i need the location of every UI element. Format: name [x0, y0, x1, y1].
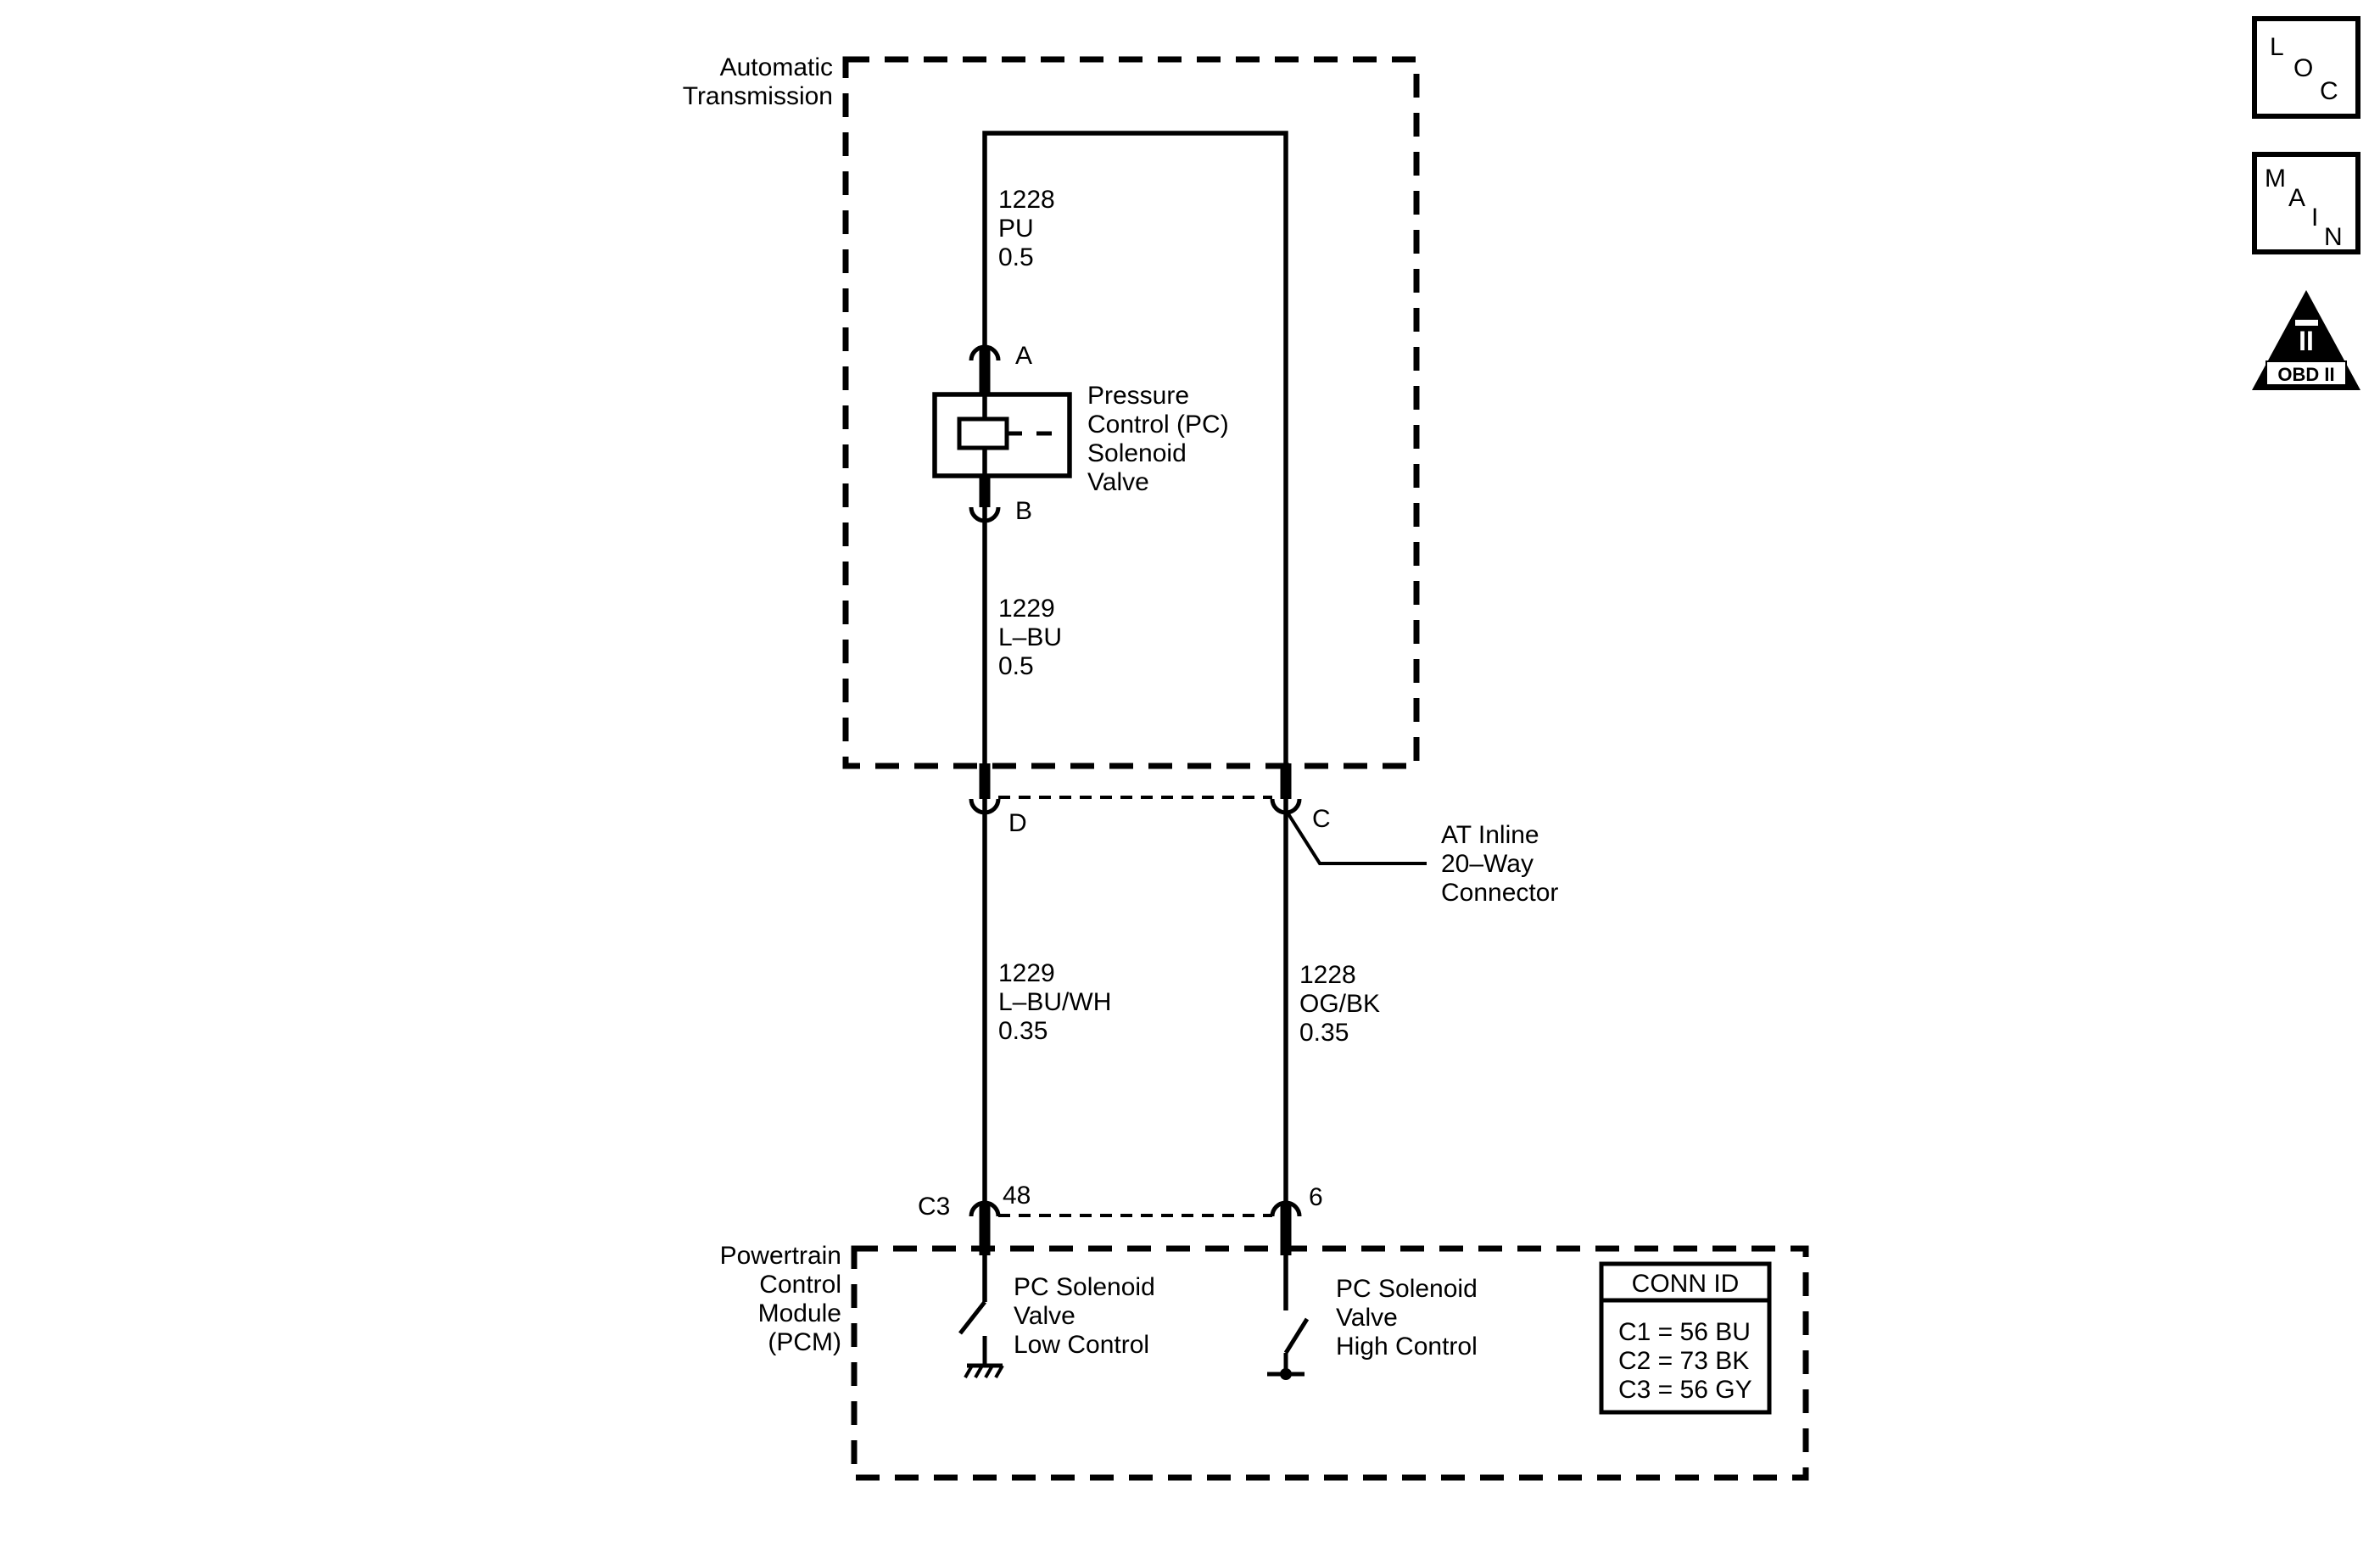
- wire-1229-lower-label: 1229 L–BU/WH 0.35: [998, 959, 1111, 1045]
- obd-label: OBD II: [2277, 364, 2334, 385]
- obd-ii-button[interactable]: II OBD II: [2252, 290, 2360, 390]
- obd-numeral: II: [2299, 326, 2314, 356]
- loc-icon[interactable]: [2252, 16, 2360, 119]
- wire-1228-lower-label: 1228 OG/BK 0.35: [1299, 961, 1380, 1047]
- solenoid-label-3: Solenoid: [1087, 439, 1187, 467]
- main-button[interactable]: M A I N: [2252, 152, 2360, 254]
- pcm-label-1: Powertrain: [720, 1242, 841, 1270]
- solenoid-label-1: Pressure: [1087, 382, 1189, 410]
- ground-icon: [964, 1363, 1004, 1378]
- pcm-label-3: Module: [758, 1299, 841, 1327]
- pin-c-label: C: [1312, 805, 1331, 833]
- low-control-label-3: Low Control: [1014, 1331, 1149, 1359]
- high-control-switch: PC Solenoid Valve High Control: [1267, 1255, 1478, 1380]
- conn-id-row-1: C1 = 56 BU: [1618, 1318, 1751, 1346]
- pcm-boundary: [851, 1245, 1809, 1481]
- wire-1228-upper: [982, 131, 1288, 776]
- pin-48-icon: [969, 1200, 1001, 1217]
- pcm-label-4: (PCM): [768, 1328, 841, 1356]
- svg-text:0.35: 0.35: [998, 1017, 1048, 1045]
- solenoid-label-2: Control (PC): [1087, 411, 1229, 439]
- connector-leader-line: [1284, 808, 1427, 865]
- conn-id-row-2: C2 = 73 BK: [1618, 1347, 1749, 1375]
- solenoid-label-4: Valve: [1087, 468, 1149, 496]
- c3-label: C3: [918, 1193, 950, 1221]
- svg-text:I: I: [2311, 204, 2318, 232]
- low-control-label-2: Valve: [1014, 1302, 1075, 1330]
- svg-text:L–BU: L–BU: [998, 623, 1062, 651]
- svg-text:1228: 1228: [1299, 961, 1356, 989]
- pc-solenoid-valve: A B Pressure Control (PC) Solenoid Valve: [932, 342, 1229, 525]
- svg-text:O: O: [2293, 54, 2313, 82]
- transmission-boundary: [842, 56, 1420, 769]
- svg-text:1229: 1229: [998, 959, 1055, 987]
- pcm-label-2: Control: [759, 1271, 841, 1299]
- terminal-b-label: B: [1015, 497, 1032, 525]
- conn-id-row-3: C3 = 56 GY: [1618, 1376, 1752, 1404]
- pin-d-icon: [969, 798, 1001, 815]
- pin-48-label: 48: [1003, 1182, 1031, 1210]
- inline-connector-label-3: Connector: [1441, 879, 1558, 907]
- conn-id-title: CONN ID: [1632, 1270, 1740, 1298]
- svg-text:A: A: [2288, 184, 2305, 212]
- svg-text:1228: 1228: [998, 186, 1055, 214]
- solenoid-body: [932, 392, 1072, 478]
- transmission-label-1: Automatic: [720, 53, 833, 81]
- svg-text:PU: PU: [998, 215, 1034, 243]
- svg-text:0.5: 0.5: [998, 243, 1034, 271]
- wire-1229-upper-label: 1229 L–BU 0.5: [998, 595, 1062, 680]
- svg-text:OG/BK: OG/BK: [1299, 990, 1380, 1018]
- low-control-label-1: PC Solenoid: [1014, 1273, 1155, 1301]
- high-control-label-3: High Control: [1336, 1333, 1478, 1361]
- low-control-switch: PC Solenoid Valve Low Control: [958, 1255, 1155, 1378]
- terminal-a-label: A: [1015, 342, 1032, 370]
- svg-text:1229: 1229: [998, 595, 1055, 623]
- pin-6-label: 6: [1309, 1183, 1323, 1211]
- svg-text:L: L: [2270, 33, 2284, 61]
- loc-button[interactable]: L O C: [2252, 16, 2360, 119]
- inline-connector-label-1: AT Inline: [1441, 821, 1539, 849]
- pcm-connector-c3: C3 48 6: [918, 1182, 1323, 1255]
- inline-connector-label-2: 20–Way: [1441, 850, 1534, 878]
- main-icon[interactable]: [2252, 152, 2360, 254]
- solenoid-coil-icon: [957, 416, 1009, 450]
- conn-id-table: CONN ID C1 = 56 BU C2 = 73 BK C3 = 56 GY: [1599, 1261, 1772, 1415]
- svg-text:C: C: [2320, 77, 2338, 105]
- inline-connector: D C AT Inline 20–Way Connector: [969, 763, 1558, 907]
- pin-6-icon: [1270, 1200, 1302, 1217]
- transmission-label-2: Transmission: [683, 82, 833, 110]
- high-control-label-2: Valve: [1336, 1304, 1398, 1332]
- wire-1228-upper-label: 1228 PU 0.5: [998, 186, 1055, 271]
- terminal-b-icon: [969, 506, 1001, 523]
- svg-text:M: M: [2265, 165, 2286, 193]
- svg-text:0.5: 0.5: [998, 652, 1034, 680]
- svg-text:L–BU/WH: L–BU/WH: [998, 988, 1111, 1016]
- high-control-label-1: PC Solenoid: [1336, 1275, 1478, 1303]
- svg-text:0.35: 0.35: [1299, 1019, 1349, 1047]
- svg-text:N: N: [2324, 223, 2343, 251]
- pin-d-label: D: [1008, 809, 1027, 837]
